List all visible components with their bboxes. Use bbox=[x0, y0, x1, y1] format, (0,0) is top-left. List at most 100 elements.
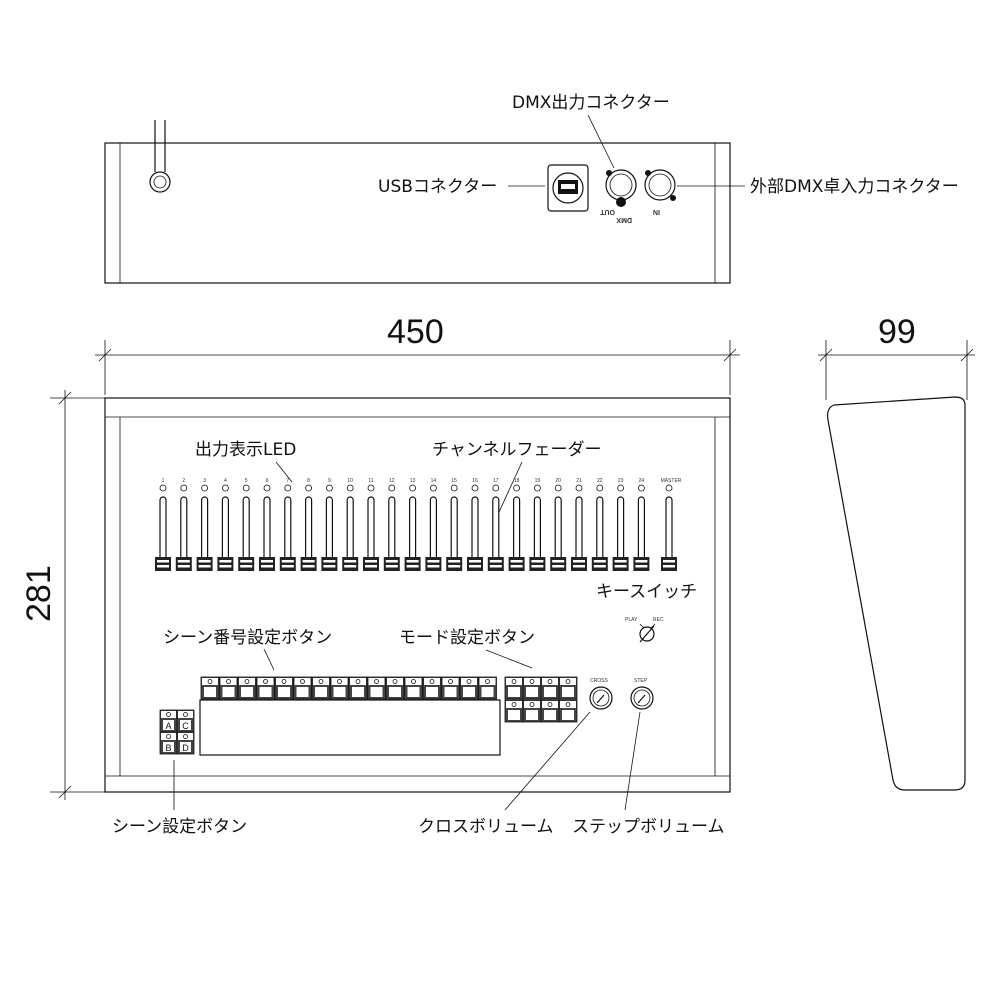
scene-number-button[interactable] bbox=[274, 676, 294, 700]
fader-knob[interactable] bbox=[383, 557, 400, 571]
scene-number-button[interactable] bbox=[422, 676, 442, 700]
channel-fader[interactable]: 4 bbox=[217, 478, 234, 571]
mode-button[interactable] bbox=[558, 699, 578, 723]
scene-number-button[interactable] bbox=[330, 676, 349, 700]
channel-fader[interactable]: 5 bbox=[238, 478, 255, 571]
master-fader-group[interactable]: MASTER bbox=[661, 478, 682, 571]
scene-number-button[interactable] bbox=[441, 676, 460, 700]
mode-button[interactable] bbox=[522, 699, 542, 723]
channel-fader[interactable]: 11 bbox=[363, 478, 379, 571]
channel-fader[interactable]: 13 bbox=[404, 478, 421, 571]
channel-fader[interactable]: 19 bbox=[529, 478, 546, 571]
scene-button-d[interactable]: D bbox=[176, 731, 195, 755]
scene-number-button[interactable] bbox=[367, 676, 386, 700]
scene-number-button[interactable] bbox=[348, 676, 368, 700]
channel-fader[interactable]: 6 bbox=[259, 478, 275, 571]
fader-knob[interactable] bbox=[550, 557, 567, 571]
mode-button[interactable] bbox=[522, 676, 542, 700]
channel-fader[interactable]: 7 bbox=[279, 478, 296, 571]
scene-number-button[interactable] bbox=[311, 676, 331, 700]
fader-knob[interactable] bbox=[196, 557, 213, 571]
scene-number-button[interactable] bbox=[478, 676, 497, 700]
channel-fader[interactable]: 14 bbox=[425, 478, 442, 571]
fader-knob[interactable] bbox=[321, 557, 338, 571]
scene-number-button[interactable] bbox=[385, 676, 405, 700]
channel-fader[interactable]: 22 bbox=[591, 478, 608, 571]
scene-button-a[interactable]: A bbox=[159, 709, 178, 733]
fader-knob[interactable] bbox=[508, 557, 525, 571]
channel-fader[interactable]: 16 bbox=[467, 478, 483, 571]
fader-knob[interactable] bbox=[342, 557, 359, 571]
fader-knob[interactable] bbox=[259, 557, 275, 571]
fader-knob[interactable] bbox=[633, 557, 650, 571]
scene-number-button[interactable] bbox=[200, 676, 220, 700]
channel-fader[interactable]: 1 bbox=[155, 478, 171, 571]
fader-number: 8 bbox=[307, 478, 310, 484]
channel-fader[interactable]: 15 bbox=[446, 478, 463, 571]
channel-fader[interactable]: 23 bbox=[612, 478, 629, 571]
fader-slot bbox=[429, 496, 437, 564]
cross-knob[interactable] bbox=[589, 686, 613, 710]
output-led bbox=[596, 484, 604, 492]
channel-fader[interactable]: 21 bbox=[571, 478, 587, 571]
output-led bbox=[159, 484, 167, 492]
fader-knob[interactable] bbox=[487, 557, 504, 571]
fader-slot bbox=[409, 496, 417, 564]
button-led bbox=[529, 679, 535, 684]
fader-knob[interactable] bbox=[571, 557, 587, 571]
master-fader[interactable]: MASTER bbox=[661, 478, 682, 571]
button-led bbox=[429, 679, 435, 684]
channel-fader[interactable]: 20 bbox=[550, 478, 567, 571]
channel-fader[interactable]: 8 bbox=[300, 478, 317, 571]
key-switch[interactable] bbox=[639, 623, 656, 643]
channel-fader[interactable]: 18 bbox=[508, 478, 525, 571]
button-led bbox=[448, 679, 453, 684]
mode-button[interactable] bbox=[558, 676, 578, 700]
fader-knob[interactable] bbox=[467, 557, 483, 571]
step-knob[interactable] bbox=[630, 686, 654, 710]
scene-button-b[interactable]: B bbox=[159, 731, 178, 755]
scene-number-button[interactable] bbox=[459, 676, 479, 700]
fader-knob[interactable] bbox=[155, 557, 171, 571]
mode-button[interactable] bbox=[540, 699, 560, 723]
button-led bbox=[263, 679, 268, 684]
scene-number-button[interactable] bbox=[293, 676, 312, 700]
fader-knob[interactable] bbox=[217, 557, 234, 571]
channel-fader[interactable]: 12 bbox=[383, 478, 400, 571]
scene-number-button[interactable] bbox=[237, 676, 257, 700]
fader-knob[interactable] bbox=[238, 557, 255, 571]
mode-button[interactable] bbox=[540, 676, 560, 700]
channel-fader[interactable]: 17 bbox=[487, 478, 504, 571]
mode-button[interactable] bbox=[504, 676, 524, 700]
depth-dimension bbox=[818, 340, 975, 400]
fader-knob[interactable] bbox=[529, 557, 546, 571]
button-led bbox=[411, 679, 416, 684]
channel-fader[interactable]: 2 bbox=[175, 478, 192, 571]
fader-knob[interactable] bbox=[175, 557, 192, 571]
width-value: 450 bbox=[387, 313, 444, 351]
channel-fader[interactable]: 10 bbox=[342, 478, 359, 571]
channel-fader[interactable]: 24 bbox=[633, 478, 650, 571]
fader-number: 15 bbox=[451, 478, 457, 484]
fader-knob[interactable] bbox=[661, 557, 677, 571]
fader-knob[interactable] bbox=[446, 557, 463, 571]
fader-knob[interactable] bbox=[279, 557, 296, 571]
cross-volume-label: クロスボリューム bbox=[418, 817, 554, 837]
fader-knob[interactable] bbox=[612, 557, 629, 571]
fader-knob[interactable] bbox=[300, 557, 317, 571]
scene-number-button[interactable] bbox=[219, 676, 238, 700]
fader-knob[interactable] bbox=[363, 557, 379, 571]
channel-fader[interactable]: 3 bbox=[196, 478, 213, 571]
output-led bbox=[554, 484, 562, 492]
scene-number-buttons-label: シーン番号設定ボタン bbox=[163, 628, 332, 648]
fader-knob[interactable] bbox=[404, 557, 421, 571]
channel-fader[interactable]: 9 bbox=[321, 478, 338, 571]
button-led bbox=[318, 679, 324, 684]
scene-button-c[interactable]: C bbox=[176, 709, 195, 733]
fader-knob[interactable] bbox=[591, 557, 608, 571]
mode-button[interactable] bbox=[504, 699, 524, 723]
scene-number-button[interactable] bbox=[256, 676, 275, 700]
fader-knob[interactable] bbox=[425, 557, 442, 571]
button-led bbox=[485, 679, 490, 684]
scene-number-button[interactable] bbox=[404, 676, 423, 700]
